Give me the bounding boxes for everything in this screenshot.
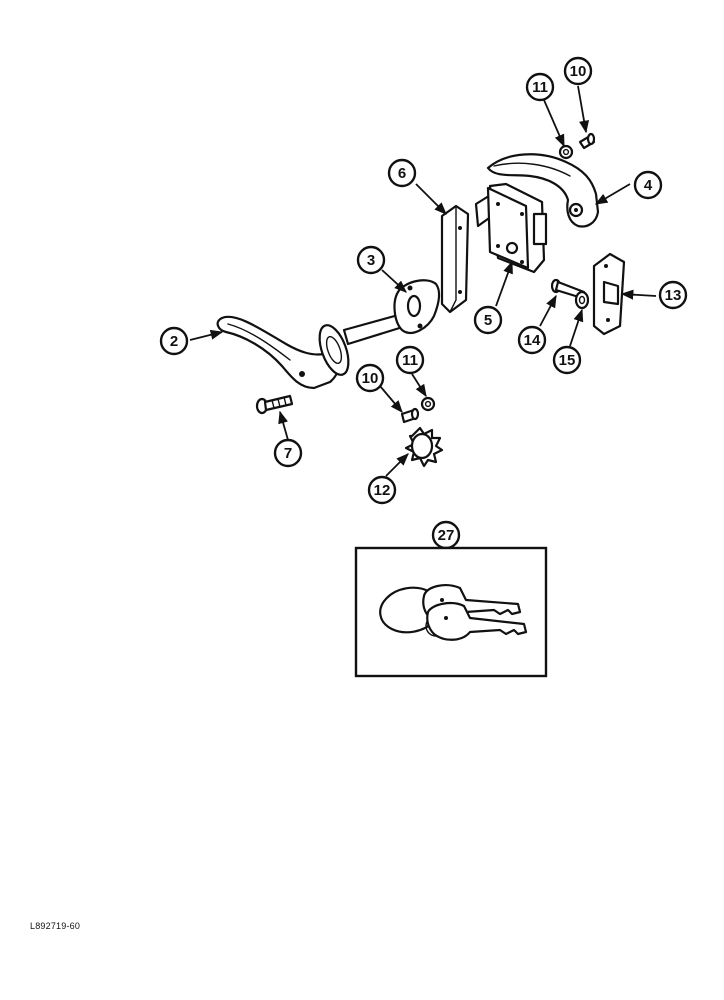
callout-2: 2 xyxy=(159,326,189,356)
svg-text:4: 4 xyxy=(644,177,653,194)
callout-13: 13 xyxy=(658,280,688,310)
svg-text:7: 7 xyxy=(284,445,292,462)
svg-text:12: 12 xyxy=(374,482,391,499)
mounting-plate-part xyxy=(440,204,470,314)
svg-text:13: 13 xyxy=(665,287,682,304)
callout-3: 3 xyxy=(356,245,386,275)
inside-lever-part xyxy=(486,153,600,228)
callout-10-upper: 10 xyxy=(563,56,593,86)
svg-text:11: 11 xyxy=(532,79,548,96)
svg-text:10: 10 xyxy=(570,63,587,80)
callout-12: 12 xyxy=(367,475,397,505)
svg-text:11: 11 xyxy=(402,352,418,369)
upper-washer-part xyxy=(558,144,574,160)
callout-4: 4 xyxy=(633,170,663,200)
washer-part xyxy=(574,290,590,310)
cap-part xyxy=(404,426,444,468)
strike-plate-part xyxy=(592,252,626,336)
callout-6: 6 xyxy=(387,158,417,188)
callout-7: 7 xyxy=(273,438,303,468)
lower-washer-part xyxy=(420,396,436,412)
callout-14: 14 xyxy=(517,325,547,355)
lock-body-part xyxy=(474,182,548,274)
svg-text:10: 10 xyxy=(362,370,379,387)
outside-handle-part xyxy=(216,312,408,390)
lower-screw-part xyxy=(400,407,420,424)
key-set-box xyxy=(354,546,548,678)
key-icon xyxy=(422,584,528,641)
callout-11-lower: 11 xyxy=(395,345,425,375)
callout-10-lower: 10 xyxy=(355,363,385,393)
svg-text:15: 15 xyxy=(559,352,576,369)
callout-27: 27 xyxy=(431,520,461,550)
svg-text:3: 3 xyxy=(367,252,375,269)
callout-5: 5 xyxy=(473,305,503,335)
drawing-reference-code: L892719-60 xyxy=(30,921,81,931)
gasket-part xyxy=(393,279,441,334)
callout-11-upper: 11 xyxy=(525,72,555,102)
svg-text:2: 2 xyxy=(170,333,178,350)
long-screw-part xyxy=(255,394,294,415)
svg-text:14: 14 xyxy=(524,332,541,349)
upper-screw-part xyxy=(578,132,596,150)
svg-text:27: 27 xyxy=(438,527,455,544)
leader-lines xyxy=(189,85,657,477)
callout-15: 15 xyxy=(552,345,582,375)
svg-text:5: 5 xyxy=(484,312,492,329)
svg-text:6: 6 xyxy=(398,165,406,182)
